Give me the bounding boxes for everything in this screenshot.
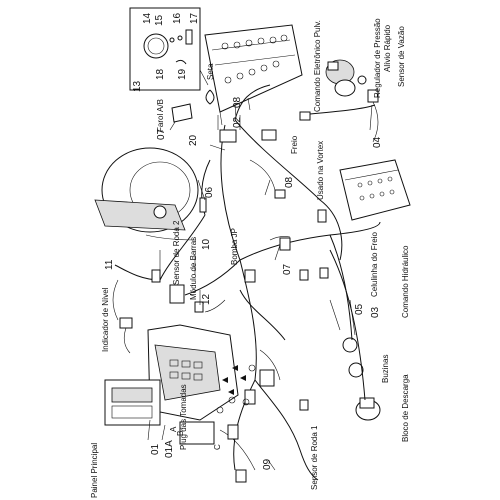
lamp-screw: [169, 37, 175, 43]
label-seta: Seta: [206, 63, 215, 80]
label-sensor-vazao: Sensor de Vazão: [397, 26, 406, 87]
inset-box: [129, 7, 201, 91]
label-plug-tomadas: Plug das Tomadas: [179, 384, 188, 450]
label-freio: Freio: [290, 135, 299, 154]
callout-17: 17: [189, 12, 200, 24]
socket-plug: [179, 421, 215, 445]
callout-11: 11: [104, 259, 115, 270]
callout-07-mid: 07: [282, 263, 293, 275]
lamp-lens: [143, 33, 169, 59]
marker-b: B: [176, 431, 185, 436]
callout-09: 09: [262, 458, 273, 470]
callout-06: 06: [204, 186, 215, 198]
lamp-lens-inner: [147, 37, 165, 55]
callout-01a: 01A: [164, 440, 175, 458]
discharge-block: [355, 397, 381, 421]
label-buzinas: Buzinas: [381, 355, 390, 383]
callout-10: 10: [201, 238, 212, 250]
horns: [342, 337, 364, 378]
label-regulador-pressao: Regulador de Pressão: [373, 18, 382, 98]
headlight-lamp: [171, 103, 193, 123]
label-modulo-barras: Módulo de Barras: [189, 237, 198, 300]
callout-14: 14: [142, 12, 153, 24]
callout-08-top: 08: [232, 96, 243, 108]
marker-c: C: [213, 444, 222, 450]
harness-wires: [114, 84, 381, 481]
callout-20: 20: [188, 134, 199, 146]
lamp-socket: [185, 29, 193, 45]
hydraulic-control-box: [339, 159, 411, 221]
label-sensor-roda-1: Sensor de Roda 1: [310, 425, 319, 490]
callout-02: 02: [232, 116, 243, 128]
callout-05: 05: [354, 303, 365, 315]
callout-04: 04: [372, 136, 383, 148]
callout-01: 01: [150, 443, 161, 455]
label-farol-ab: Farol A/B: [156, 99, 165, 132]
callout-18: 18: [155, 68, 166, 80]
main-panel: [104, 324, 239, 426]
arrow-markers: [222, 365, 246, 395]
label-bloco-descarga: Bloco de Descarga: [401, 374, 410, 442]
wheel-tyre: [94, 147, 199, 233]
callout-12: 12: [201, 293, 212, 305]
callout-19: 19: [177, 68, 188, 80]
label-panel-principal: Painel Principal: [90, 443, 99, 498]
marker-circles: [216, 364, 256, 414]
callout-leaders: [147, 69, 373, 471]
marker-a: A: [169, 426, 178, 432]
callout-13: 13: [132, 80, 143, 92]
pressure-regulator: [325, 59, 367, 97]
level-indicator-sensor: [119, 317, 133, 354]
electronic-valve-bank: [204, 24, 303, 126]
label-sensor-roda-2: Sensor de Roda 2: [172, 220, 181, 285]
label-indicador-nivel: Indicador de Nível: [101, 287, 110, 352]
lamp-washer: [177, 35, 183, 41]
turn-signal-lamp: [205, 89, 215, 105]
callout-08-mid: 08: [284, 176, 295, 188]
callout-16: 16: [172, 12, 183, 24]
callout-03: 03: [370, 306, 381, 318]
label-alivio-rapido: Alívio Rápido: [383, 24, 392, 72]
callout-07-top: 07: [156, 128, 167, 140]
lamp-bulb: [175, 59, 187, 65]
label-comando-eletronico: Comando Eletrônico Pulv.: [313, 20, 322, 112]
harness-branches: [112, 159, 291, 471]
callout-15: 15: [154, 14, 165, 26]
label-usado-vortex: Usado na Vortex: [316, 141, 325, 200]
label-celulinha-freio: Celulinha do Freio: [370, 232, 379, 297]
connectors: [151, 111, 329, 483]
label-bomba-jp: Bomba JP: [230, 228, 239, 265]
label-comando-hidraulico: Comando Hidráulico: [401, 245, 410, 318]
